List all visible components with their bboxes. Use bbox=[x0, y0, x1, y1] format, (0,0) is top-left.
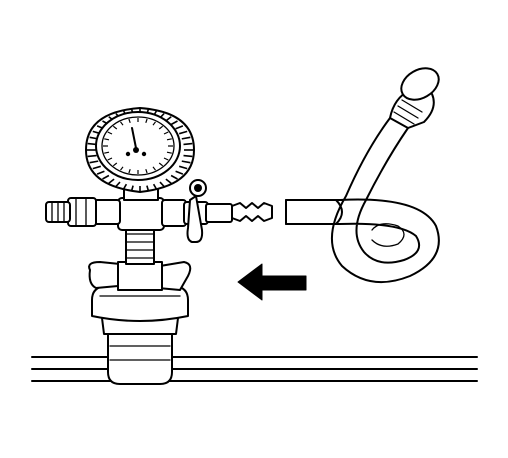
gauge-tick bbox=[163, 157, 169, 161]
gauge-tick bbox=[128, 169, 131, 174]
gauge-tick bbox=[166, 138, 172, 141]
knurl-ridge bbox=[175, 125, 184, 130]
relief-valve-lever bbox=[186, 179, 207, 243]
filler-neck bbox=[101, 317, 179, 385]
gauge-tick bbox=[107, 157, 113, 161]
knurl-ridge bbox=[102, 174, 110, 180]
knurl-ridge bbox=[108, 178, 115, 184]
gauge-tick-marks bbox=[103, 118, 173, 174]
knurl-ridge bbox=[87, 142, 97, 146]
gauge-tick bbox=[152, 166, 156, 171]
knurl-ridge bbox=[96, 170, 105, 175]
pressure-gauge bbox=[85, 107, 195, 201]
gauge-tick bbox=[120, 121, 124, 126]
gauge-tick bbox=[158, 162, 164, 167]
knurl-ridge bbox=[146, 185, 150, 191]
knurl-ridge bbox=[183, 142, 193, 146]
gauge-tick bbox=[128, 118, 131, 123]
surface-lines bbox=[31, 356, 478, 382]
gauge-tick bbox=[145, 118, 148, 123]
gauge-tick bbox=[163, 131, 169, 135]
knurled-ring bbox=[87, 109, 193, 191]
gauge-tick bbox=[145, 169, 148, 174]
knurl-ridge bbox=[115, 181, 121, 188]
direction-arrow-left bbox=[237, 263, 307, 301]
knurl-ridge bbox=[122, 183, 128, 190]
knurl-ridge bbox=[181, 160, 191, 164]
gauge-tick bbox=[158, 125, 164, 130]
radiator-hose bbox=[285, 67, 440, 283]
gauge-tick bbox=[104, 151, 110, 154]
gauge-tick bbox=[120, 166, 124, 171]
gauge-tick bbox=[112, 125, 118, 130]
knurl-ridge bbox=[181, 136, 191, 140]
knurl-ridge bbox=[178, 130, 188, 135]
knurl-ridge bbox=[89, 160, 99, 164]
knurl-ridge bbox=[87, 154, 97, 158]
threaded-stem bbox=[125, 225, 155, 265]
gauge-tick bbox=[166, 151, 172, 154]
knurl-ridge bbox=[159, 181, 165, 188]
knurl-ridge bbox=[175, 170, 184, 175]
knurl-ridge bbox=[183, 154, 193, 158]
gauge-tick bbox=[107, 131, 113, 135]
knurl-ridge bbox=[170, 174, 178, 180]
knurl-ridge bbox=[152, 183, 158, 190]
cap-adapter bbox=[88, 261, 192, 322]
gauge-tick bbox=[112, 162, 118, 167]
gauge-tick bbox=[104, 138, 110, 141]
knurl-ridge bbox=[178, 165, 188, 170]
knurl-ridge bbox=[92, 165, 102, 170]
tee-body bbox=[45, 197, 273, 231]
knurl-ridge bbox=[165, 178, 172, 184]
knurl-ridge bbox=[170, 120, 178, 126]
knurl-ridge bbox=[130, 185, 134, 191]
gauge-tick bbox=[152, 121, 156, 126]
